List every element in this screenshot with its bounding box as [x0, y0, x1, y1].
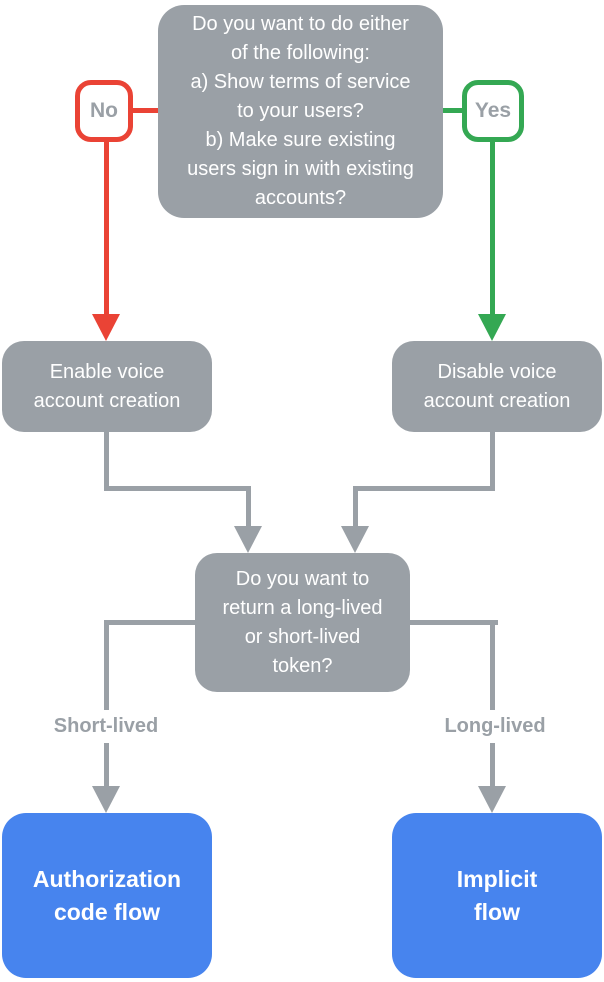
- edge-enable-into-question: [246, 486, 251, 528]
- branch-label-yes: Yes: [462, 80, 524, 142]
- arrowhead-yes: [478, 314, 506, 341]
- branch-label-long-lived: Long-lived: [411, 710, 579, 743]
- arrowhead-authorization: [92, 786, 120, 813]
- edge-enable-across: [104, 486, 251, 491]
- yes-label-text: Yes: [474, 99, 512, 122]
- long-lived-text: Long-lived: [444, 715, 546, 737]
- question-token-text: Do you want to return a long-lived or sh…: [222, 567, 383, 677]
- enable-text: Enable voice account creation: [33, 360, 181, 412]
- node-authorization-code-flow: Authorization code flow: [2, 813, 212, 978]
- node-question-token-lifetime: Do you want to return a long-lived or sh…: [195, 553, 410, 692]
- node-question-terms-of-service: Do you want to do either of the followin…: [158, 5, 443, 218]
- implicit-flow-text: Implicit flow: [456, 865, 538, 925]
- no-label-text: No: [90, 99, 118, 122]
- edge-longlived-down: [490, 620, 495, 787]
- branch-label-no: No: [75, 80, 133, 142]
- edge-disable-across: [353, 486, 495, 491]
- edge-shortlived-down: [104, 620, 109, 787]
- edge-enable-down: [104, 432, 109, 491]
- arrowhead-no: [92, 314, 120, 341]
- authorization-code-flow-text: Authorization code flow: [32, 865, 182, 925]
- node-enable-voice-account-creation: Enable voice account creation: [2, 341, 212, 432]
- short-lived-text: Short-lived: [53, 715, 159, 737]
- edge-disable-down: [490, 432, 495, 491]
- edge-yes-vertical: [490, 140, 495, 316]
- arrowhead-disable-to-question: [341, 526, 369, 553]
- disable-text: Disable voice account creation: [423, 360, 571, 412]
- edge-longlived-stub: [410, 620, 498, 625]
- arrowhead-implicit: [478, 786, 506, 813]
- edge-yes-horizontal: [443, 108, 462, 113]
- arrowhead-enable-to-question: [234, 526, 262, 553]
- node-implicit-flow: Implicit flow: [392, 813, 602, 978]
- question-terms-text: Do you want to do either of the followin…: [187, 13, 414, 209]
- edge-shortlived-stub: [104, 620, 195, 625]
- edge-no-vertical: [104, 140, 109, 316]
- edge-no-horizontal: [133, 108, 158, 113]
- branch-label-short-lived: Short-lived: [22, 710, 190, 743]
- node-disable-voice-account-creation: Disable voice account creation: [392, 341, 602, 432]
- edge-disable-into-question: [353, 486, 358, 528]
